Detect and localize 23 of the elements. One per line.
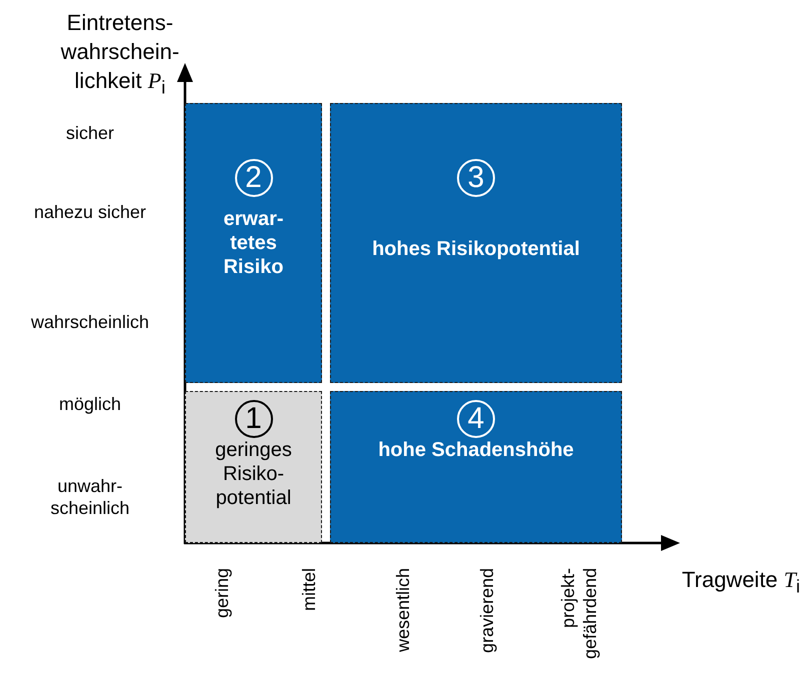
risk-zone bbox=[330, 391, 622, 543]
zone-label: hohes Risikopotential bbox=[371, 237, 581, 261]
circled-number: 3 bbox=[457, 159, 495, 197]
tick-label: unwahr- scheinlich bbox=[49, 475, 131, 519]
tick-label: gering bbox=[211, 568, 233, 620]
tick-label: gravierend bbox=[476, 568, 498, 656]
axis-title: Eintretens- wahrschein- lichkeit P$_{i}$ bbox=[60, 9, 180, 100]
risk-zone bbox=[330, 103, 622, 383]
tick-label: wesentlich bbox=[392, 568, 414, 654]
axis-title: Tragweite T$_{i}$ bbox=[680, 566, 802, 598]
circled-number: 2 bbox=[234, 159, 272, 197]
risk-zone bbox=[185, 103, 322, 383]
tick-label: möglich bbox=[58, 393, 122, 415]
circled-number: 4 bbox=[457, 400, 495, 438]
circled-number: 1 bbox=[234, 400, 272, 438]
tick-label: sicher bbox=[64, 122, 115, 144]
zone-label: geringes Risiko- potential bbox=[214, 438, 293, 510]
tick-label: nahezu sicher bbox=[32, 201, 148, 223]
zone-label: hohe Schadenshöhe bbox=[377, 438, 575, 462]
tick-label: mittel bbox=[298, 568, 320, 614]
tick-label: wahrscheinlich bbox=[30, 311, 150, 333]
risk-zone bbox=[185, 391, 322, 543]
zone-label: erwar- tetes Risiko bbox=[222, 207, 285, 279]
